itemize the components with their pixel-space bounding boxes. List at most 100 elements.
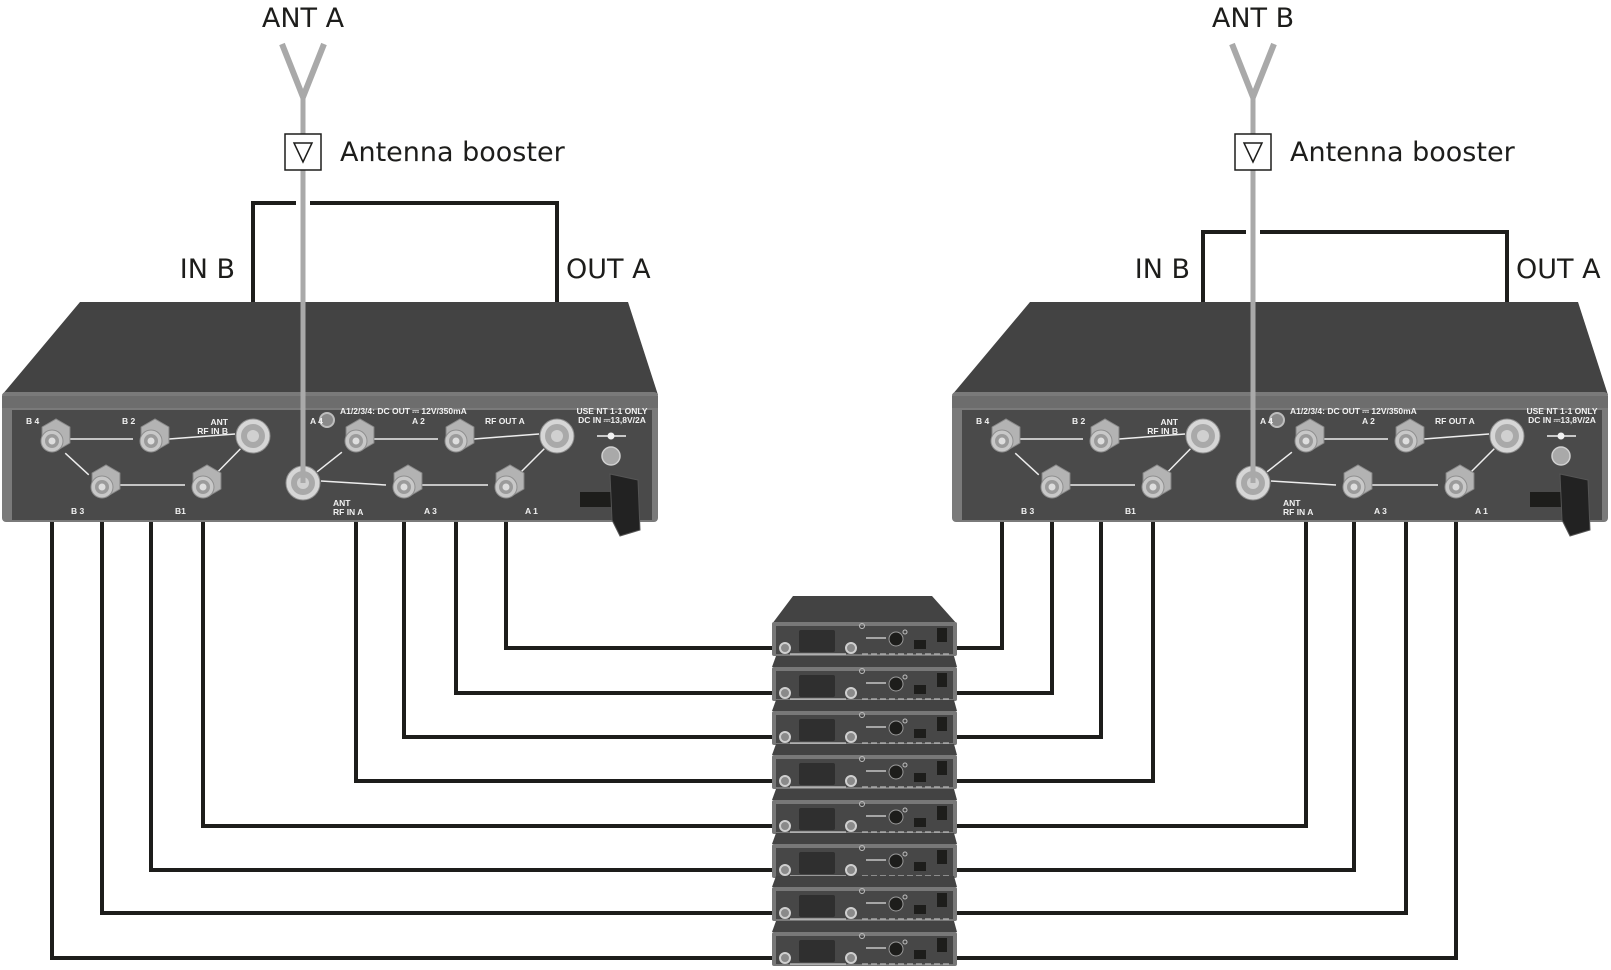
connector-pin [48, 437, 56, 445]
connector-pin [452, 437, 460, 445]
connector-pin [998, 437, 1006, 445]
panel-guide-line [320, 480, 387, 486]
receiver-ant-port-b [845, 642, 857, 654]
network-port-icon [914, 950, 926, 959]
receiver-screw [859, 668, 865, 674]
receiver-power-plug-icon [937, 893, 947, 907]
receiver-ant-port-b [845, 687, 857, 699]
connector-pin [1402, 437, 1410, 445]
connector-pin [1149, 483, 1157, 491]
receiver-top-lid [772, 700, 957, 711]
rf-out-a-label: RF OUT A [1435, 416, 1475, 426]
bnc-port-a3 [392, 464, 423, 499]
booster-triangle-icon [292, 142, 314, 164]
connector-pin [551, 430, 563, 442]
connector-pin [400, 483, 408, 491]
receiver-ant-port-b [845, 952, 857, 964]
xlr-output-icon [888, 809, 904, 825]
connector-pin [1302, 437, 1310, 445]
receiver-display [799, 675, 835, 697]
receiver-top-lid [772, 789, 957, 800]
dc-in-socket-icon [601, 446, 621, 466]
cable-receiver-8-right [851, 487, 1458, 960]
splitter-front-bevel [952, 396, 1608, 408]
receiver-ant-port-a [779, 775, 791, 787]
bnc-port-b2 [1089, 418, 1120, 453]
receiver-top-lid [772, 833, 957, 844]
network-port-icon [914, 729, 926, 738]
receiver-power-plug-icon [937, 850, 947, 864]
panel-guide-line [1423, 433, 1490, 440]
ant-rf-in-a-label: ANT [333, 498, 351, 508]
receiver-power-plug-icon [937, 717, 947, 731]
receiver-ant-port-b [845, 775, 857, 787]
receiver-screw [859, 888, 865, 894]
bnc-port-b2 [139, 418, 170, 453]
receiver-screw [859, 712, 865, 718]
xlr-output-icon [888, 764, 904, 780]
port-label: B 3 [71, 506, 85, 516]
port-label: A 2 [412, 416, 425, 426]
port-label: B 3 [1021, 506, 1035, 516]
ant-rf-in-b-port [235, 418, 271, 454]
bnc-port-b3 [90, 464, 121, 499]
antenna-B [1229, 42, 1277, 483]
left-in-b-label: IN B [180, 254, 235, 285]
splitter-top-lid [952, 302, 1608, 395]
bnc-port-b3 [1040, 464, 1071, 499]
panel-guide-line [1270, 480, 1337, 486]
network-port-icon [914, 640, 926, 649]
ant-rf-in-a-label: RF IN A [333, 507, 363, 517]
port-label: B1 [1125, 506, 1136, 516]
receiver-ant-port-a [779, 907, 791, 919]
receiver-display [799, 630, 835, 652]
antenna-a-label: ANT A [262, 3, 345, 34]
ant-rf-in-a-label: ANT [1283, 498, 1301, 508]
receiver-display [799, 852, 835, 874]
bnc-port-b4 [40, 418, 71, 453]
polarity-symbol [1557, 432, 1565, 440]
connector-pin [247, 430, 259, 442]
port-label: B1 [175, 506, 186, 516]
receiver-ant-port-b [845, 731, 857, 743]
receiver-top-lid [772, 656, 957, 667]
panel-guide-line [168, 433, 236, 440]
network-port-icon [914, 905, 926, 914]
receiver-screw [859, 756, 865, 762]
receiver-screw [902, 894, 908, 900]
ant-rf-in-b-label: RF IN B [197, 426, 228, 436]
panel-guide-line [1266, 451, 1293, 473]
receiver-stack [772, 596, 957, 966]
panel-guide-line [64, 452, 90, 476]
receiver-ant-port-a [779, 731, 791, 743]
left-out-a-label: OUT A [566, 254, 651, 285]
receiver-power-plug-icon [937, 806, 947, 820]
connector-pin [147, 437, 155, 445]
dc-in-label: DC IN ⎓13,8V/2A [1528, 415, 1596, 425]
receiver-screw [859, 845, 865, 851]
receiver-screw [902, 718, 908, 724]
receiver-ant-port-b [845, 820, 857, 832]
receiver-ant-port-a [779, 642, 791, 654]
port-label: A 4 [310, 416, 323, 426]
panel-guide-line [215, 448, 241, 475]
cable-receiver-7-right [851, 441, 1408, 915]
panel-screw [319, 412, 335, 428]
labels: ANT A ANT B Antenna booster Antenna boos… [180, 3, 1601, 285]
cable-receiver-8-left [50, 441, 785, 960]
network-port-icon [914, 773, 926, 782]
ant-rf-in-b-label: ANT [211, 417, 229, 427]
receiver-display [799, 808, 835, 830]
receiver-ant-port-a [779, 820, 791, 832]
panel-screw [1269, 412, 1285, 428]
receiver-screw [859, 801, 865, 807]
booster-triangle-icon [1242, 142, 1264, 164]
splitter-top-lid [2, 302, 658, 395]
receiver-6 [772, 833, 957, 878]
ant-rf-in-a-label: RF IN A [1283, 507, 1313, 517]
receiver-7 [772, 876, 957, 921]
connector-pin [1501, 430, 1513, 442]
connector-pin [1197, 430, 1209, 442]
